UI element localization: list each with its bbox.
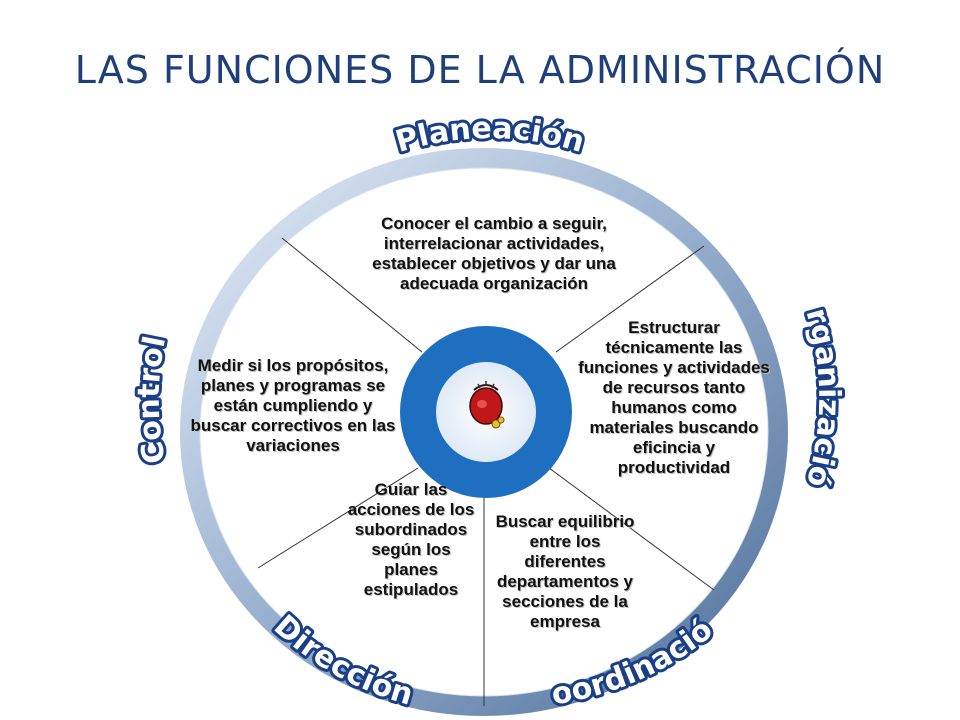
money-bag-icon — [469, 381, 505, 429]
ring-label-control: Control — [132, 333, 174, 466]
divider-line — [257, 467, 419, 569]
divider-line — [281, 237, 423, 353]
divider-line — [555, 245, 705, 353]
page-title: LAS FUNCIONES DE LA ADMINISTRACIÓN — [74, 48, 886, 92]
segment-text-direccion: Guiar las acciones de los subordinados s… — [347, 480, 475, 599]
segment-text-control: Medir si los propósitos, planes y progra… — [190, 356, 396, 455]
segment-text-coordinacion: Buscar equilibrio entre los diferentes d… — [495, 512, 635, 631]
divider-line — [544, 464, 715, 591]
segment-text-planeacion: Conocer el cambio a seguir, interrelacio… — [372, 214, 616, 293]
segment-text-organizacion: Estructurar técnicamente las funciones y… — [578, 318, 770, 477]
